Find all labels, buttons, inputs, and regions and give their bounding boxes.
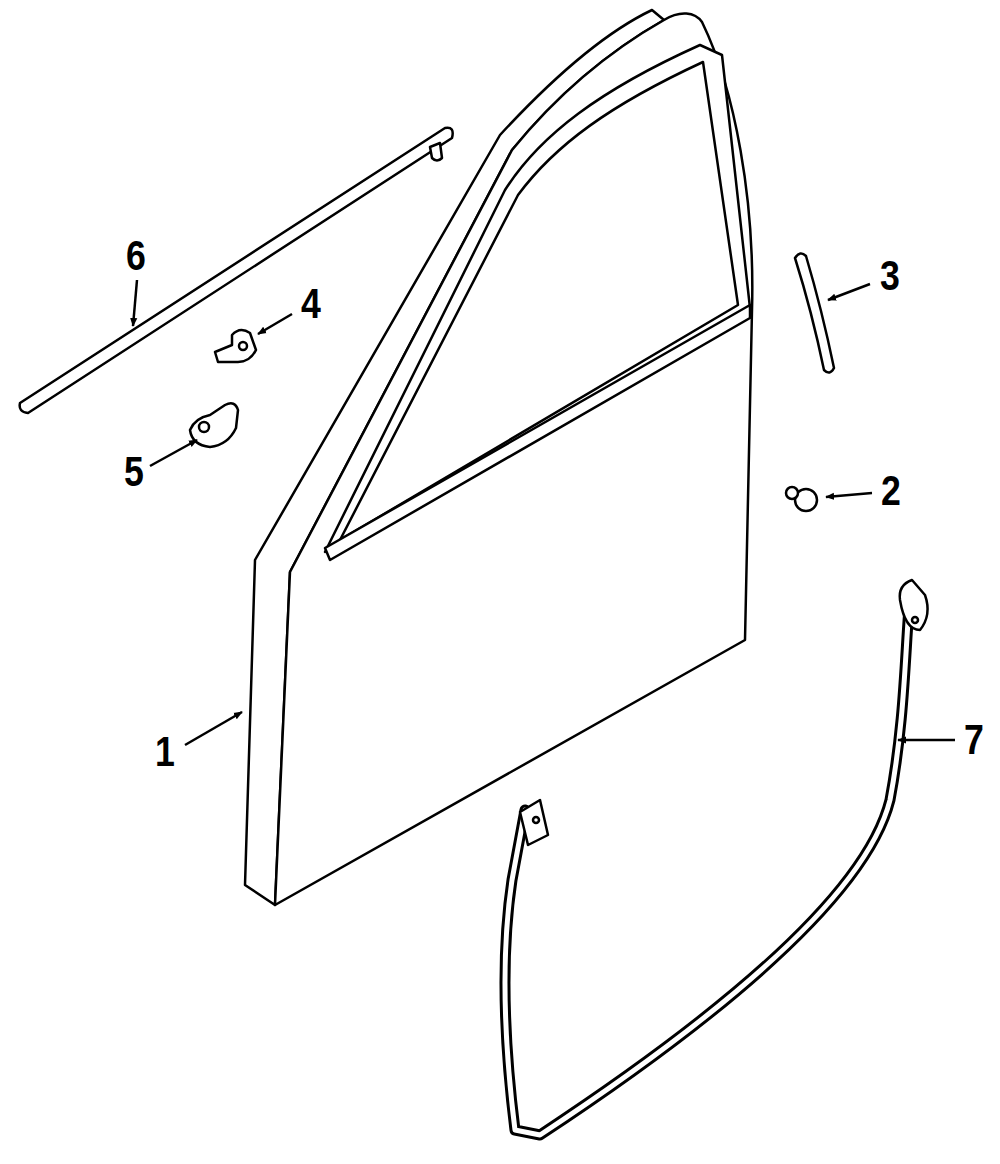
callout-number: 2 [881,470,901,512]
callout-number: 3 [880,255,900,297]
callout-number: 6 [126,235,146,277]
callout-number: 4 [301,283,321,325]
weatherstrip-tab [520,800,548,845]
clip [215,330,256,362]
window-frame [325,45,750,552]
window-glass [340,62,738,540]
trim-strip [795,253,834,372]
callout-number: 7 [964,719,984,761]
callout-number: 5 [124,451,144,493]
leader-lines [133,280,955,745]
callout-number: 1 [155,731,175,773]
weatherstrip-tab [900,580,928,630]
molding-clip [430,143,442,161]
weatherstrip [505,595,910,1135]
belt-molding [325,305,750,560]
door-panel [275,13,752,905]
molding-strip [20,128,453,413]
